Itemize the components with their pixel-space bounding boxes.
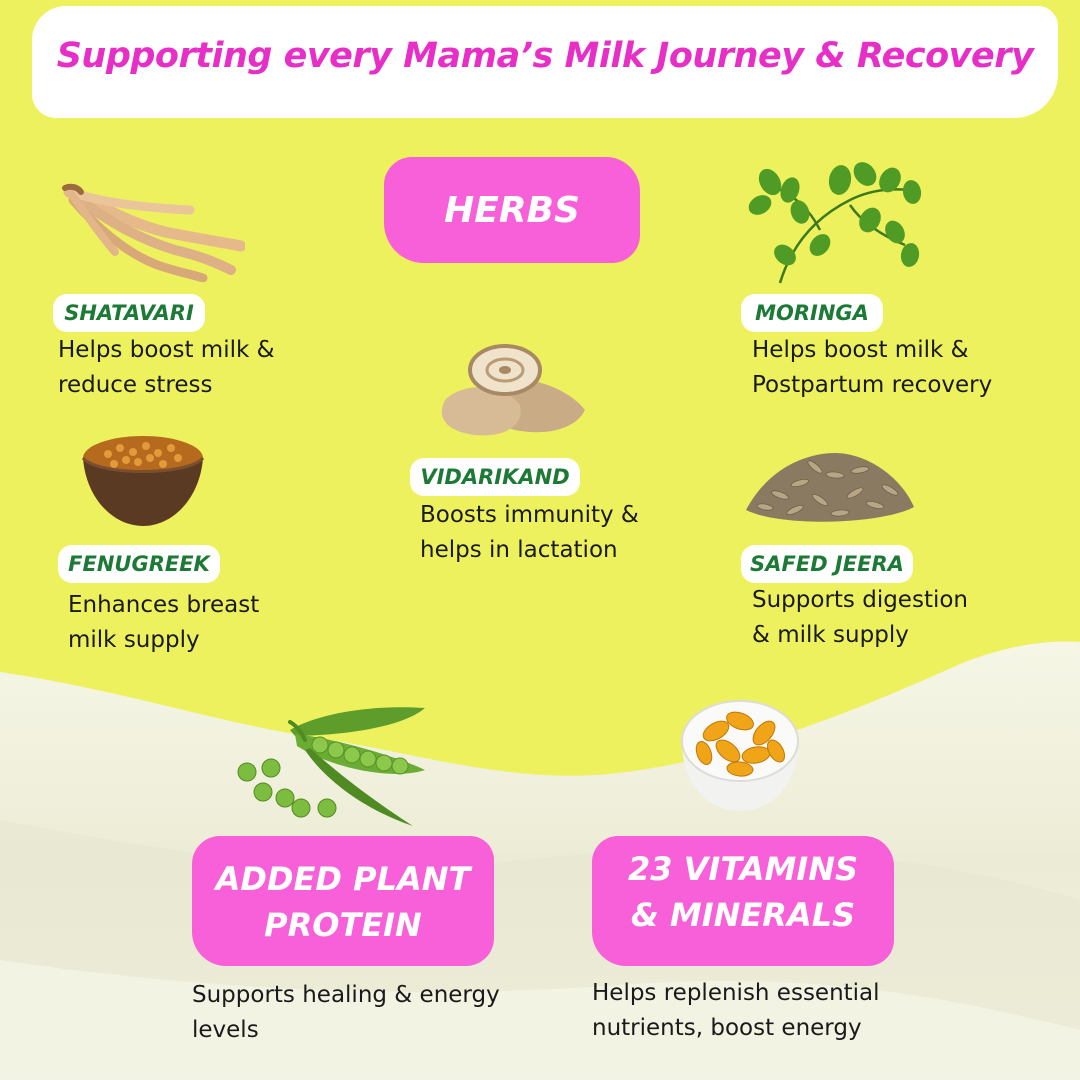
description-line: nutrients, boost energy	[592, 1015, 862, 1041]
plant-protein-label: ADDED PLANT PROTEIN	[192, 856, 494, 948]
description-line: Boosts immunity &	[420, 502, 639, 528]
herb-description-fenugreek: Enhances breast milk supply	[68, 588, 259, 658]
label-line: PROTEIN	[264, 906, 422, 944]
herb-name: SHATAVARI	[64, 301, 194, 325]
herb-name: SAFED JEERA	[750, 552, 904, 576]
description-line: Supports digestion	[752, 587, 968, 613]
softgel-bowl-icon	[681, 700, 799, 811]
label-line: & MINERALS	[630, 896, 856, 934]
description-line: Supports healing & energy	[192, 982, 500, 1008]
description-line: Helps boost milk &	[752, 337, 969, 363]
shatavari-root-icon	[62, 183, 245, 282]
herb-description-moringa: Helps boost milk & Postpartum recovery	[752, 333, 992, 403]
page-title: Supporting every Mama’s Milk Journey & R…	[56, 36, 1034, 76]
herbs-pill	[384, 157, 640, 263]
vidarikand-tuber-icon	[441, 344, 585, 436]
description-line: Enhances breast	[68, 592, 260, 618]
herb-tag-fenugreek: FENUGREEK	[58, 545, 220, 583]
description-line: Helps boost milk &	[58, 337, 275, 363]
herb-name: FENUGREEK	[68, 552, 210, 576]
label-line: 23 VITAMINS	[627, 850, 859, 888]
herbs-label: HERBS	[444, 190, 580, 231]
description-line: Postpartum recovery	[752, 372, 993, 398]
herb-tag-safed-jeera: SAFED JEERA	[741, 545, 913, 583]
description-line: milk supply	[68, 627, 200, 653]
vitamins-minerals-description: Helps replenish essential nutrients, boo…	[592, 976, 880, 1046]
moringa-leaves-icon	[748, 162, 922, 284]
description-line: Helps replenish essential	[592, 980, 880, 1006]
description-line: & milk supply	[752, 622, 909, 648]
herb-description-vidarikand: Boosts immunity & helps in lactation	[420, 498, 639, 568]
plant-protein-pill	[192, 836, 494, 966]
plant-protein-description: Supports healing & energy levels	[192, 978, 500, 1048]
pea-pods-icon	[237, 707, 425, 826]
herb-name: MORINGA	[755, 301, 869, 325]
vitamins-minerals-label: 23 VITAMINS & MINERALS	[592, 846, 894, 938]
herb-name: VIDARIKAND	[420, 465, 570, 489]
herb-tag-shatavari: SHATAVARI	[53, 294, 205, 332]
label-line: ADDED PLANT	[215, 860, 471, 898]
description-line: helps in lactation	[420, 537, 618, 563]
herb-description-safed-jeera: Supports digestion & milk supply	[752, 583, 968, 653]
description-line: levels	[192, 1017, 259, 1043]
cumin-seeds-icon	[746, 453, 914, 522]
herb-tag-vidarikand: VIDARIKAND	[410, 458, 580, 496]
description-line: reduce stress	[58, 372, 213, 398]
vitamins-minerals-pill	[592, 836, 894, 966]
fenugreek-bowl-icon	[81, 436, 205, 526]
title-banner	[32, 6, 1058, 118]
herb-tag-moringa: MORINGA	[741, 294, 883, 332]
herb-description-shatavari: Helps boost milk & reduce stress	[58, 333, 275, 403]
